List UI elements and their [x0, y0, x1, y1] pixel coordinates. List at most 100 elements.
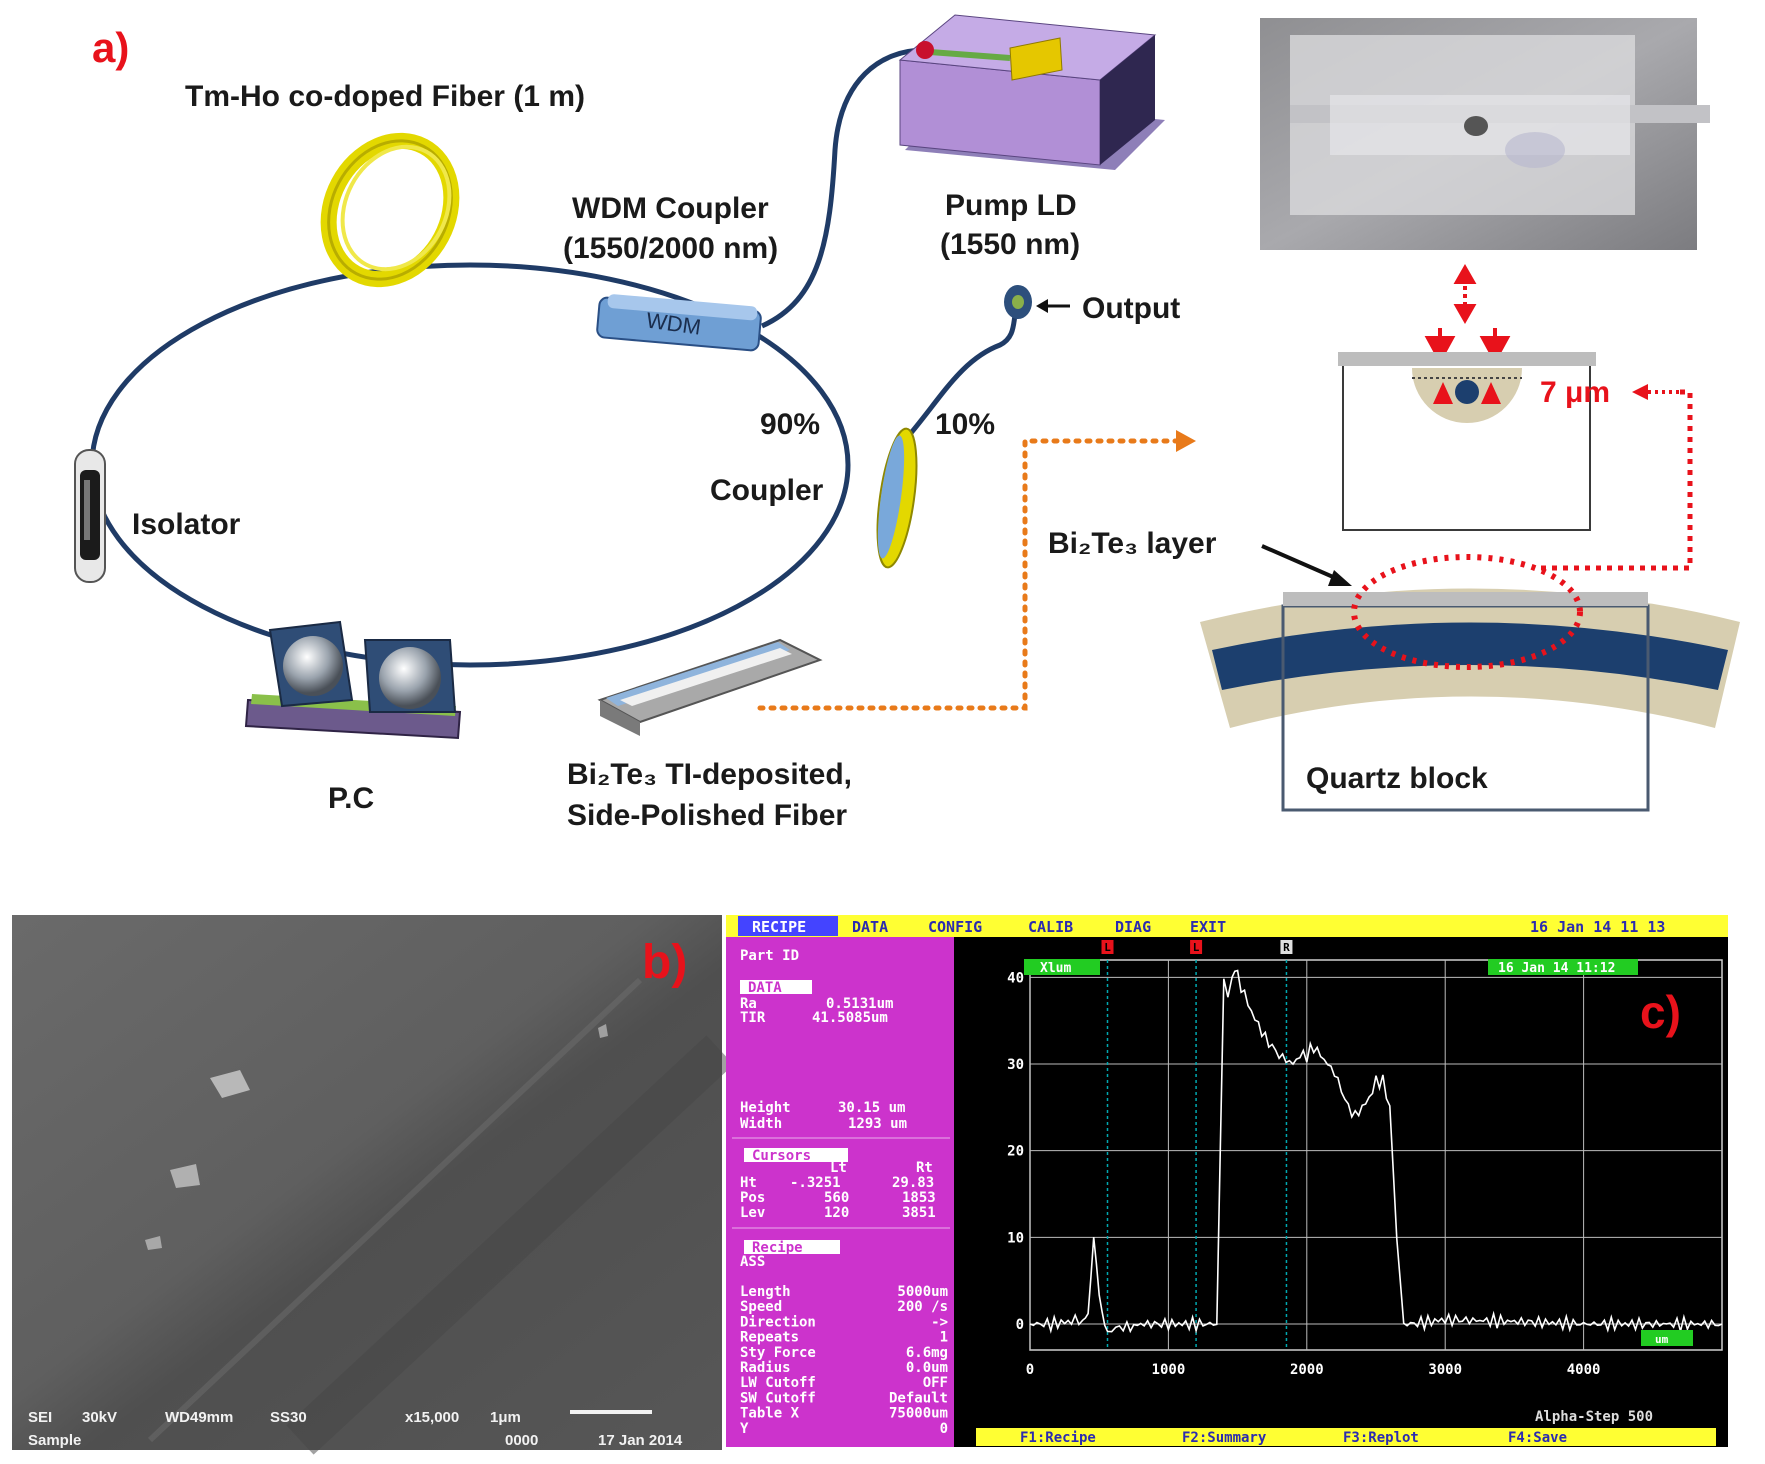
zoom-connector — [757, 438, 1183, 711]
plot-background — [954, 937, 1728, 1447]
y-tick-label: 20 — [1007, 1144, 1024, 1160]
param-value: 6.6mg — [906, 1345, 948, 1361]
tmho-fiber-coil-icon — [320, 132, 460, 288]
panel-a-label: a) — [92, 24, 129, 71]
profile-trace — [1029, 969, 1723, 1334]
pump-ld-icon — [898, 14, 1165, 170]
y-tick-label: 0 — [1016, 1317, 1024, 1333]
cursor-tag: L — [1104, 941, 1111, 954]
param-value: 5000um — [897, 1284, 948, 1300]
param-value: -> — [931, 1314, 948, 1330]
connector-arrow-icon — [1176, 430, 1196, 452]
cross-section-diagram — [1338, 352, 1596, 531]
param-label: Speed — [740, 1299, 782, 1315]
wdm-coupler-label-line1: WDM Coupler — [572, 192, 769, 225]
layer-pointer-arrow-icon — [1261, 544, 1352, 586]
coupler-label: Coupler — [710, 474, 824, 507]
flake — [210, 1070, 250, 1098]
height-label: Height — [740, 1100, 791, 1116]
xlum-label: Xlum — [1040, 961, 1071, 976]
menu-exit[interactable]: EXIT — [1190, 918, 1226, 936]
bi2te3-fiber-label-line2: Side-Polished Fiber — [567, 799, 847, 832]
pc-label: P.C — [328, 782, 374, 815]
cursor-col-rt: Rt — [916, 1160, 933, 1176]
split-90-label: 90% — [760, 408, 820, 441]
param-value: Default — [889, 1390, 948, 1406]
recipe-header: Recipe — [752, 1240, 803, 1256]
recipe-name: ASS — [740, 1254, 765, 1270]
panel-c-profilometer: RECIPE DATA CONFIG CALIB DIAG EXIT 16 Ja… — [726, 915, 1728, 1447]
polarization-controller-icon — [244, 620, 462, 740]
footer-f2[interactable]: F2:Summary — [1182, 1430, 1267, 1446]
cursor-tag: L — [1193, 941, 1200, 954]
cursor-row-label: Pos — [740, 1190, 765, 1206]
sem-voltage: 30kV — [82, 1409, 117, 1426]
x-tick-label: 0 — [1026, 1362, 1034, 1378]
x-tick-label: 1000 — [1152, 1362, 1186, 1378]
pump-ld-label-line1: Pump LD — [945, 189, 1077, 222]
param-value: OFF — [923, 1375, 948, 1391]
isolator-icon — [74, 449, 106, 583]
ra-value: 0.5131um — [826, 996, 893, 1012]
sem-scale: 1μm — [490, 1409, 521, 1426]
menu-data[interactable]: DATA — [852, 918, 888, 936]
plot-datetime-badge — [1488, 959, 1638, 975]
x-tick-label: 2000 — [1290, 1362, 1324, 1378]
width-value: 1293 um — [848, 1116, 907, 1132]
cursor-col-lt: Lt — [830, 1160, 847, 1176]
unit-badge — [1641, 1330, 1693, 1346]
detail-connector — [1540, 389, 1693, 571]
param-label: Sty Force — [740, 1345, 816, 1361]
panel-b-label: b) — [642, 936, 687, 989]
cursor-tag-box[interactable] — [1280, 940, 1293, 954]
wdm-component-icon: WDM — [596, 294, 762, 352]
cursor-row-label: Lev — [740, 1205, 765, 1221]
pump-fiber — [760, 47, 926, 329]
data-header: DATA — [748, 980, 782, 996]
param-value: 1 — [940, 1330, 948, 1346]
y-tick-label: 10 — [1007, 1230, 1024, 1246]
sem-wd: WD49mm — [165, 1409, 233, 1426]
cursors-header-box — [744, 1148, 848, 1162]
unit-label: um — [1655, 1333, 1669, 1346]
quartz-block-label: Quartz block — [1306, 762, 1488, 795]
x-tick-label: 4000 — [1567, 1362, 1601, 1378]
wdm-coupler-label-line2: (1550/2000 nm) — [563, 232, 778, 265]
menu-active — [738, 916, 838, 936]
xlum-badge — [1024, 959, 1100, 975]
footer-f3[interactable]: F3:Replot — [1343, 1430, 1419, 1446]
cursor-row-rt: 3851 — [902, 1205, 936, 1221]
footer-f4[interactable]: F4:Save — [1508, 1430, 1567, 1446]
data-header-box — [740, 980, 812, 994]
menu-calib[interactable]: CALIB — [1028, 918, 1073, 936]
side-panel — [726, 937, 954, 1447]
param-value: 0.0um — [906, 1360, 948, 1376]
param-label: Direction — [740, 1314, 816, 1330]
y-tick-label: 30 — [1007, 1057, 1024, 1073]
param-value: 200 /s — [897, 1299, 948, 1315]
split-10-label: 10% — [935, 408, 995, 441]
param-label: Y — [740, 1421, 749, 1437]
flake — [170, 1164, 200, 1188]
menu-config[interactable]: CONFIG — [928, 918, 982, 936]
cursors-header: Cursors — [752, 1148, 811, 1164]
param-label: Length — [740, 1284, 791, 1300]
menu-bar — [726, 915, 1728, 937]
param-label: LW Cutoff — [740, 1375, 816, 1391]
cursor-row-label: Ht — [740, 1175, 757, 1191]
menu-diag[interactable]: DIAG — [1115, 918, 1151, 936]
cursor-row-lt: 120 — [824, 1205, 849, 1221]
param-value: 75000um — [889, 1406, 948, 1422]
param-value: 0 — [940, 1421, 948, 1437]
thickness-label: 7 μm — [1540, 376, 1610, 409]
output-port-icon — [1004, 285, 1032, 319]
quartz-block-diagram — [1200, 554, 1740, 812]
menu-recipe[interactable]: RECIPE — [752, 918, 806, 936]
cursor-row-lt: -.3251 — [790, 1175, 841, 1191]
cursor-tag-box[interactable] — [1190, 940, 1203, 954]
cursor-tag-box[interactable] — [1101, 940, 1114, 954]
footer-f1[interactable]: F1:Recipe — [1020, 1430, 1096, 1446]
